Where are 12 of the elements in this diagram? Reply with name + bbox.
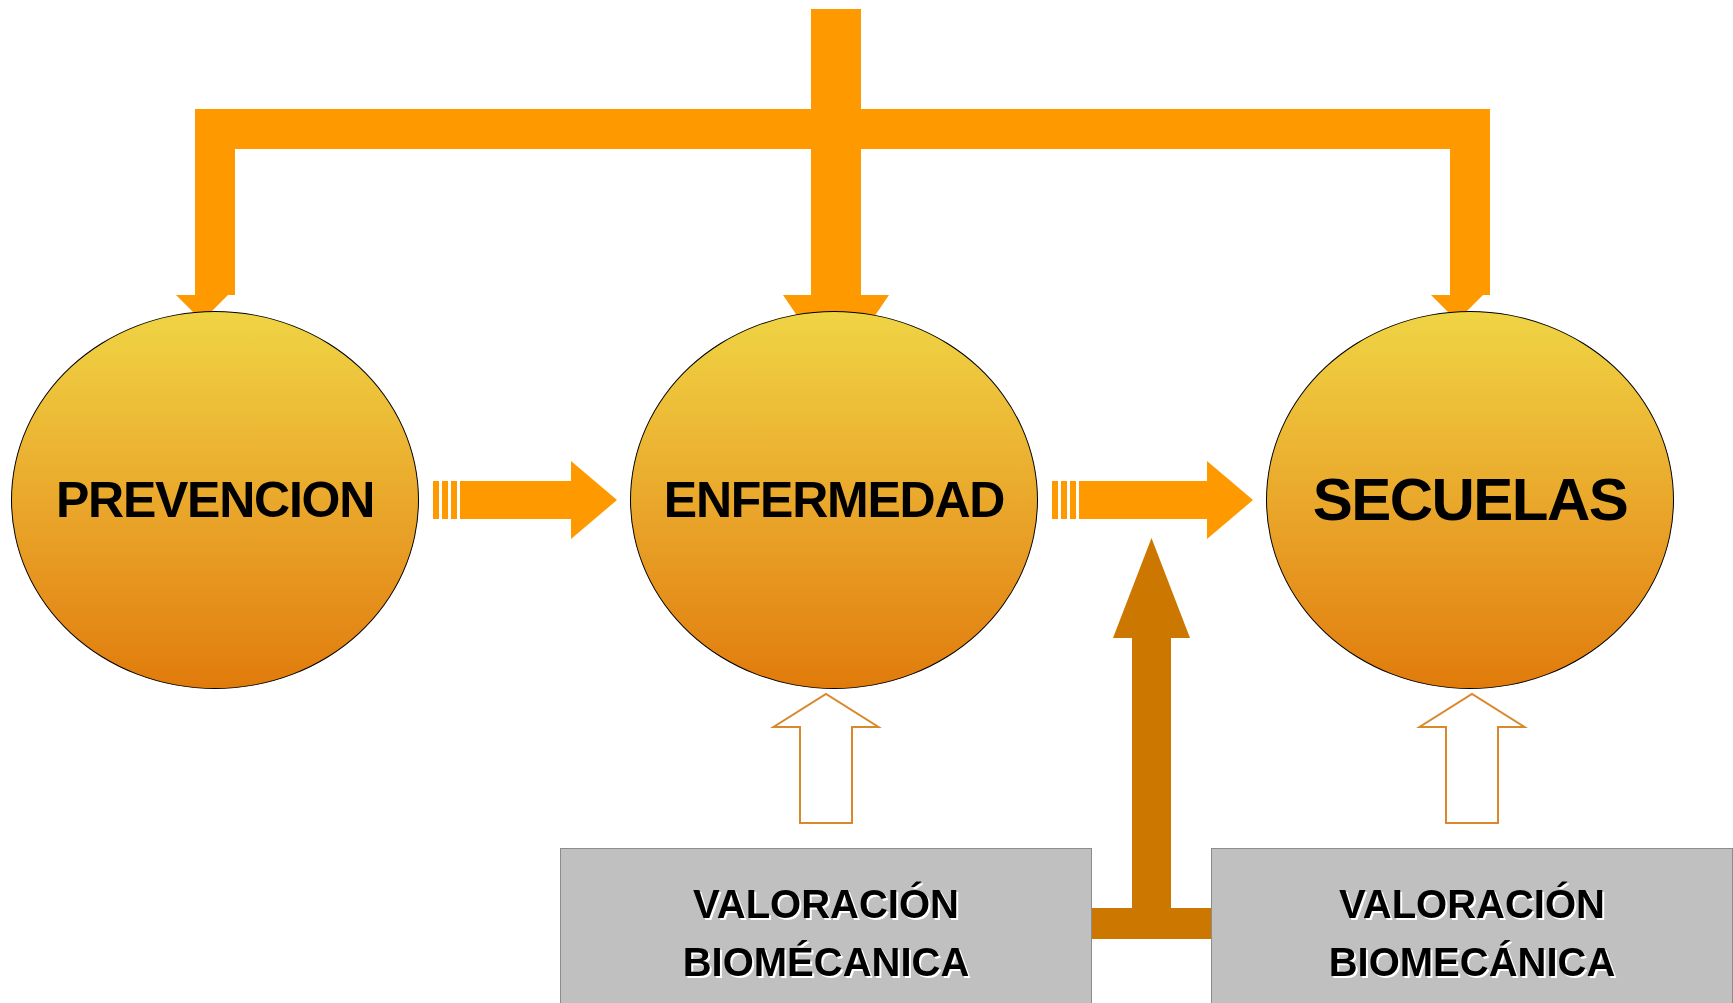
node-label: PREVENCION [55, 475, 375, 525]
outline-arrow [1416, 692, 1528, 824]
node-label: SECUELAS [1312, 470, 1628, 530]
info-box [560, 848, 1092, 1003]
node-label: ENFERMEDAD [663, 475, 1005, 525]
box-label: VALORACIÓN BIOMECÁNICA [1327, 880, 1617, 986]
info-box [1211, 848, 1733, 1003]
striped-arrow [1052, 461, 1253, 539]
striped-arrow [433, 461, 617, 539]
box-label: VALORACIÓN BIOMÉCANICA [681, 880, 971, 986]
t-arrow [1092, 538, 1211, 939]
outline-arrow [770, 692, 882, 824]
